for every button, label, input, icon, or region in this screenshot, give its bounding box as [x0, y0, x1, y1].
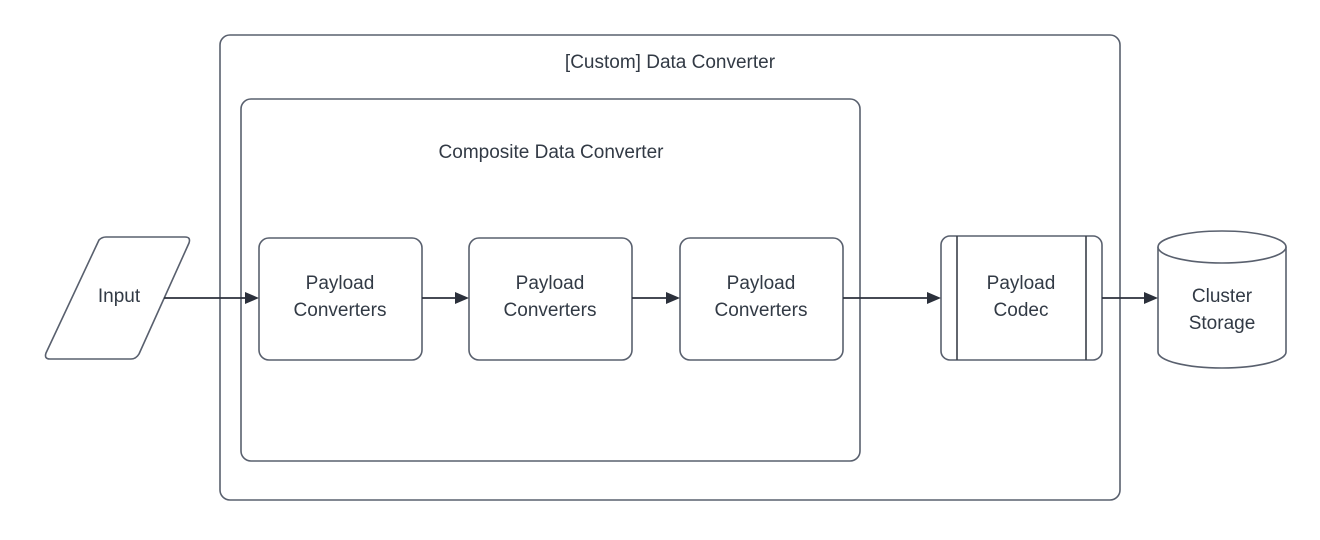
node-payload-converters-1[interactable]	[258, 237, 423, 361]
edge-payload-converters-2-to-3	[632, 292, 680, 304]
node-payload-converters-3-label-line2: Converters	[715, 300, 808, 321]
container-composite-data-converter-label: Composite Data Converter	[439, 142, 665, 163]
node-payload-codec-label-line1: Payload	[987, 273, 1056, 294]
node-payload-converters-3[interactable]	[679, 237, 844, 361]
node-cluster-storage-body[interactable]	[1157, 246, 1287, 369]
container-custom-data-converter-label: [Custom] Data Converter	[565, 52, 776, 73]
node-cluster-storage-label-line1: Cluster	[1192, 286, 1253, 307]
node-payload-converters-2[interactable]	[468, 237, 633, 361]
node-cluster-storage-top	[1157, 230, 1287, 264]
node-payload-converters-1-label-line1: Payload	[306, 273, 375, 294]
node-payload-converters-2-label-line2: Converters	[504, 300, 597, 321]
node-payload-codec-label-line2: Codec	[994, 300, 1049, 321]
node-input[interactable]	[44, 236, 191, 360]
node-payload-converters-1-label-line2: Converters	[294, 300, 387, 321]
node-input-label: Input	[98, 286, 141, 307]
edge-payload-codec-to-cluster-storage	[1102, 292, 1158, 304]
edge-payload-converters-3-to-payload-codec	[843, 292, 941, 304]
edge-input-to-payload-converters-1	[164, 292, 259, 304]
edge-payload-converters-1-to-2	[422, 292, 469, 304]
node-payload-converters-2-label-line1: Payload	[516, 273, 585, 294]
node-payload-converters-3-label-line1: Payload	[727, 273, 796, 294]
node-payload-codec[interactable]	[940, 235, 1103, 361]
node-cluster-storage-label-line2: Storage	[1189, 313, 1256, 334]
